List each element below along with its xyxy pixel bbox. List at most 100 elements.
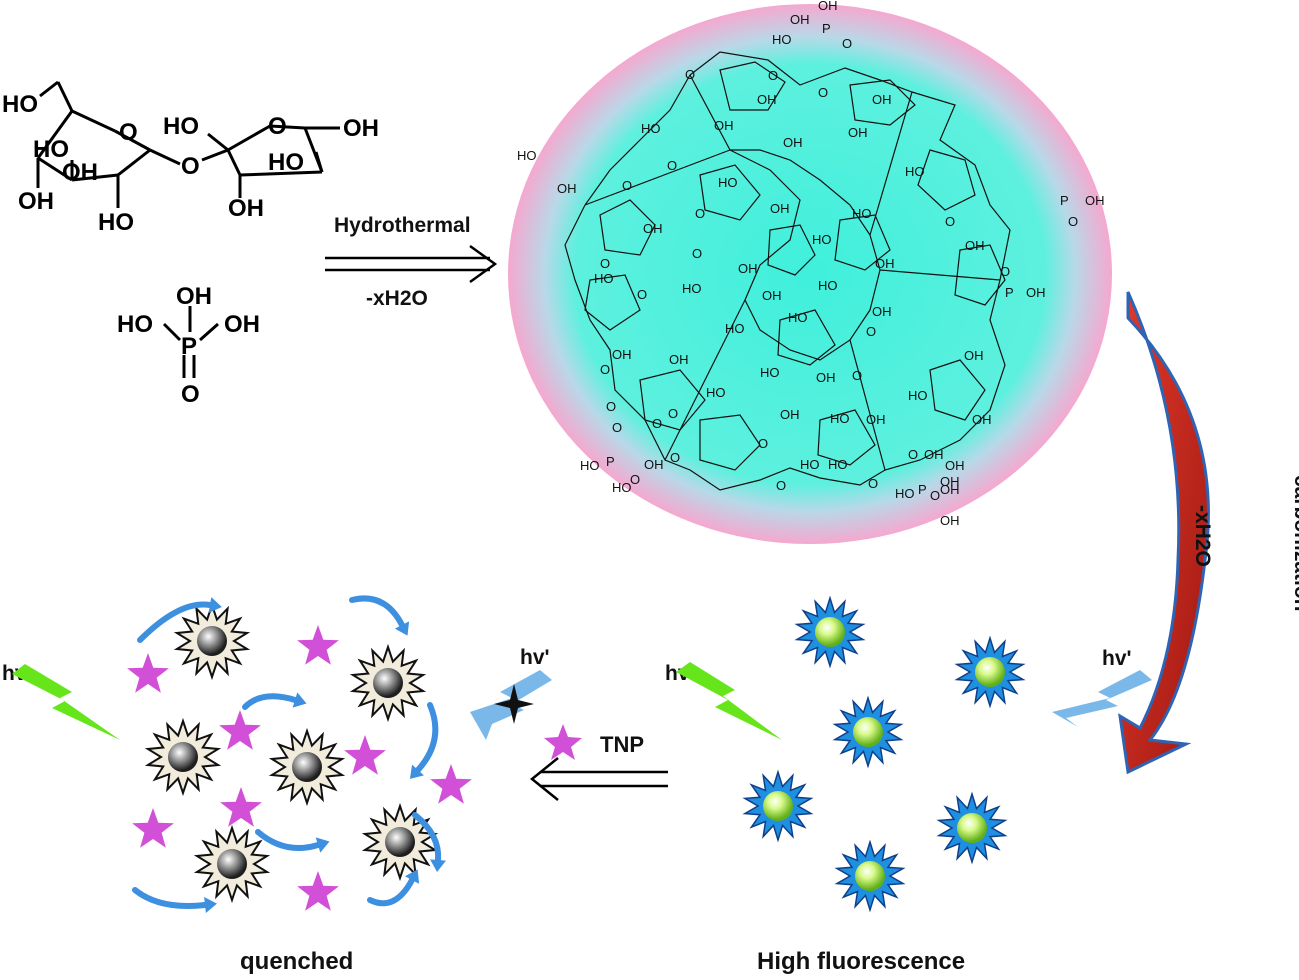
polymer-network-bonds	[564, 51, 1011, 491]
fluorescent-carbon-dot	[936, 791, 1008, 865]
carbonization-label: carbonization	[1290, 475, 1299, 612]
energy-transfer-arrowhead	[292, 692, 307, 708]
polymer-atom: HO	[812, 232, 832, 247]
quenched-carbon-dot	[361, 802, 439, 882]
polymer-atom: O	[685, 67, 695, 82]
right-emission-lightning-icon	[1052, 670, 1152, 727]
energy-transfer-arrowhead	[409, 764, 424, 779]
fluorescent-carbon-dot	[742, 769, 814, 843]
polymer-atom: O	[768, 68, 778, 83]
polymer-atom: HO	[788, 310, 808, 325]
phosphoric-atom: OH	[176, 283, 212, 310]
energy-transfer-arrow	[412, 812, 442, 863]
sucrose-atom: OH	[343, 115, 379, 142]
quenched-carbon-dot	[173, 601, 251, 681]
polymer-atom: HO	[641, 121, 661, 136]
right-incident-lightning-icon	[676, 662, 782, 740]
sucrose-atom: O	[181, 153, 200, 180]
polymer-atom: O	[1000, 264, 1010, 279]
polymer-atom: OH	[940, 482, 960, 497]
sucrose-atom: O	[119, 119, 138, 146]
polymer-atom: OH	[643, 221, 663, 236]
fluorescent-carbon-dot	[794, 595, 866, 669]
polymer-atom: O	[612, 420, 622, 435]
energy-transfer-arrowhead	[204, 897, 217, 913]
polymer-atom: O	[622, 178, 632, 193]
polymer-atom: OH	[945, 458, 965, 473]
polymer-atom: O	[667, 158, 677, 173]
polymer-atom: HO	[895, 486, 915, 501]
polymer-atom: O	[908, 447, 918, 462]
tnp-star	[220, 787, 262, 827]
left-hv-prime-label: hv'	[520, 646, 550, 669]
energy-transfer-arrowhead	[404, 869, 420, 884]
polymer-atom: HO	[725, 321, 745, 336]
phosphoric-atom: OH	[224, 311, 260, 338]
polymer-atom: OH	[714, 118, 734, 133]
sucrose-atom: HO	[33, 136, 69, 163]
polymer-atom: O	[630, 472, 640, 487]
sucrose-atom: OH	[228, 195, 264, 222]
energy-transfer-arrow	[415, 702, 439, 773]
polymer-atom: HO	[517, 148, 537, 163]
polymer-atom: O	[637, 287, 647, 302]
polymer-atom: OH	[669, 352, 689, 367]
polymer-atom: OH	[1026, 285, 1046, 300]
polymer-atom: O	[600, 362, 610, 377]
polymer-atom: O	[692, 246, 702, 261]
energy-transfer-arrow	[242, 693, 298, 710]
phosphoric-acid-labels: OH HO OH P O	[117, 283, 260, 408]
sucrose-atom: OH	[62, 159, 98, 186]
polymer-atom: HO	[612, 480, 632, 495]
sucrose-atom: O	[268, 113, 287, 140]
energy-transfer-arrowhead	[315, 837, 330, 853]
tnp-star	[297, 625, 339, 665]
polymer-atom: P	[606, 454, 615, 469]
polymer-atom: OH	[790, 12, 810, 27]
polymer-atom: O	[842, 36, 852, 51]
tnp-star	[219, 710, 261, 750]
polymer-atom: OH	[964, 348, 984, 363]
polymer-atom: HO	[908, 388, 928, 403]
polymer-atom: OH	[940, 513, 960, 528]
quenched-caption: quenched	[240, 948, 354, 975]
polymer-atom: OH	[818, 0, 838, 13]
fluorescent-carbon-dot	[834, 839, 906, 913]
polymer-atom: O	[600, 256, 610, 271]
polymer-atom: O	[852, 368, 862, 383]
polymer-atom: HO	[706, 385, 726, 400]
polymer-atom: HO	[830, 411, 850, 426]
polymer-atom: O	[930, 488, 940, 503]
left-incident-lightning-icon	[12, 664, 120, 740]
polymer-atom: OH	[1085, 193, 1105, 208]
right-panel: hv hv'	[665, 595, 1152, 913]
polymer-atom: OH	[924, 447, 944, 462]
polymer-atom: P	[1060, 193, 1069, 208]
energy-transfer-arrowhead	[208, 597, 222, 613]
quenched-carbon-dot	[268, 727, 346, 807]
left-panel: hv hv'	[2, 595, 552, 913]
energy-transfer-arrow	[255, 829, 321, 851]
sucrose-atom: HO	[163, 113, 199, 140]
polymer-atom: OH	[872, 304, 892, 319]
polymer-atom: O	[606, 399, 616, 414]
tnp-label: TNP	[600, 732, 644, 757]
sucrose-atom: OH	[18, 188, 54, 215]
hydrothermal-water-label: -xH2O	[366, 287, 428, 310]
polymer-atom: O	[670, 450, 680, 465]
tnp-stars	[127, 625, 472, 911]
hydrothermal-arrow	[325, 244, 498, 284]
sucrose-atom-labels: HO O HO O OH HO O HO OH OH HO OH	[2, 91, 379, 236]
high-fluorescence-caption: High fluorescence	[757, 948, 966, 975]
polymer-atom: HO	[718, 175, 738, 190]
phosphoric-atom: O	[181, 381, 200, 408]
polymer-atom: O	[866, 324, 876, 339]
polymer-atom: OH	[612, 347, 632, 362]
sucrose-atom: HO	[2, 91, 38, 118]
polymer-atom: O	[652, 416, 662, 431]
polymer-atom: OH	[644, 457, 664, 472]
carbon-dots	[742, 595, 1026, 913]
polymer-atom: OH	[783, 135, 803, 150]
polymer-atom: P	[822, 21, 831, 36]
